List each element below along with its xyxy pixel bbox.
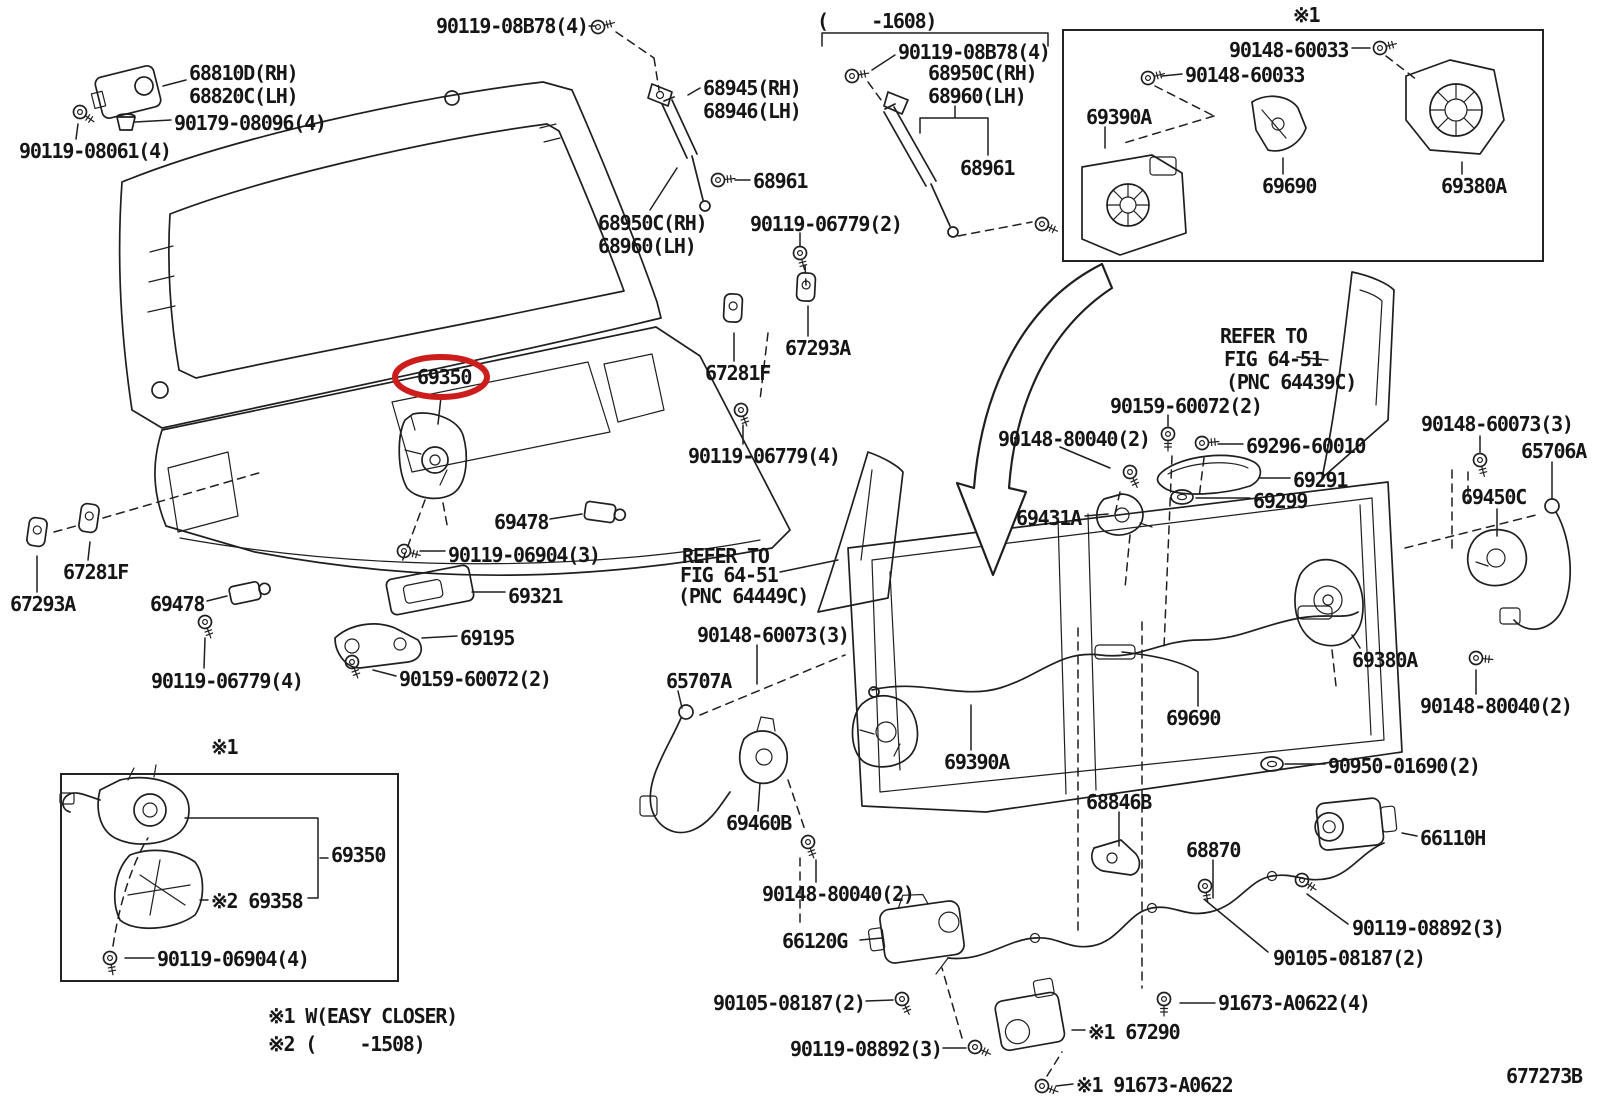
part-label: 66120G [782,929,848,953]
inset1-parts [1081,36,1505,256]
gas-strut-right [883,91,959,238]
part-label: 67293A [785,336,851,360]
part-label: 90119-08061(4) [19,139,172,163]
part-label: (PNC 64449C) [678,584,809,608]
part-label: 90119-06779(4) [688,444,841,468]
part-label: 67293A [10,592,76,616]
part-label: 90119-08B78(4) [436,14,589,38]
part-label: ※1 91673-A0622 [1076,1073,1234,1097]
part-label: 69478 [494,510,549,534]
part-label: 90119-06904(3) [448,543,601,567]
inset-box-easy-closer-top [1062,29,1544,262]
part-label: 68950C(RH) [598,211,708,235]
part-label: 69299 [1253,489,1308,513]
part-label: ※1 W(EASY CLOSER) [268,1004,458,1028]
inset2-parts [59,764,329,977]
part-label: 90148-60033 [1229,38,1349,62]
part-label: 68846B [1086,790,1152,814]
part-label: ※1 [211,735,239,759]
part-label: ※2 69358 [211,889,304,913]
part-label: 69431A [1016,506,1082,530]
part-label: REFER TO [682,544,770,568]
part-label: 90105-08187(2) [713,991,866,1015]
part-label: 677273B [1506,1064,1583,1088]
part-label: 69460B [726,811,792,835]
upper-door-frame [118,81,662,429]
lower-door-panel [154,326,791,577]
part-label: 68820C(LH) [189,84,299,108]
part-label: REFER TO [1220,324,1308,348]
part-label: ※1 [1293,3,1321,27]
part-label: 69690 [1262,174,1317,198]
part-label: 68945(RH) [703,76,802,100]
part-label: ※1 67290 [1088,1020,1181,1044]
part-label: 90119-06779(2) [750,212,903,236]
part-label: 90159-60072(2) [399,667,552,691]
part-label: 69390A [1086,105,1152,129]
part-label: 69350 [331,843,386,867]
part-label: 90119-08892(3) [1352,916,1505,940]
tailgate-inner-panel [847,481,1403,813]
part-label: 69380A [1441,174,1507,198]
part-label: 68810D(RH) [189,61,299,85]
part-label: 65706A [1521,439,1587,463]
group-brackets [821,32,1049,156]
part-label: 90119-06779(4) [151,669,304,693]
part-label: 90148-60073(3) [697,623,850,647]
leader-lines [36,25,1553,1087]
part-label: 69690 [1166,706,1221,730]
construction-lines [53,31,1541,1077]
part-label: 69390A [944,750,1010,774]
part-label: 68870 [1186,838,1241,862]
part-label: 90148-60033 [1185,63,1305,87]
part-label: 69321 [508,584,563,608]
part-label: 69291 [1293,468,1348,492]
part-label: ( -1608) [817,9,937,33]
part-label: 90119-06904(4) [157,947,310,971]
part-label: 69450C [1461,485,1527,509]
gas-strut-left [647,83,711,212]
part-label: 68961 [753,169,808,193]
part-label: 67281F [63,560,129,584]
part-label: 90105-08187(2) [1273,946,1426,970]
part-label: 69380A [1352,648,1418,672]
part-label: 65707A [666,669,732,693]
highlight-oval [392,354,490,400]
corner-garnish-right [1321,271,1395,479]
part-label: 90148-80040(2) [1420,694,1573,718]
part-label: 90159-60072(2) [1110,394,1263,418]
part-label: 91673-A0622(4) [1218,991,1371,1015]
part-label: 68960(LH) [928,84,1027,108]
part-label: (PNC 64439C) [1226,370,1357,394]
part-label: 69296-60010 [1246,434,1366,458]
inset-box-easy-closer-bottom [60,773,399,982]
latch-69350-main [398,412,468,500]
part-label: 68950C(RH) [928,61,1038,85]
part-label: ※2 ( -1508) [268,1032,426,1056]
part-label: 68946(LH) [703,99,802,123]
part-label: 68961 [960,156,1015,180]
part-label: 90179-08096(4) [174,111,327,135]
part-label: 66110H [1420,826,1486,850]
part-label: 90148-80040(2) [762,882,915,906]
part-label: 69478 [150,592,205,616]
part-label: FIG 64-51 [1224,347,1323,371]
part-label: FIG 64-51 [680,563,779,587]
part-label: 90119-08B78(4) [898,40,1051,64]
part-label: 90148-60073(3) [1421,412,1574,436]
direction-arrow [955,262,1114,577]
part-label: 90950-01690(2) [1328,754,1481,778]
corner-garnish-left [817,451,904,613]
part-label: 90119-08892(3) [790,1037,943,1061]
part-label: 90148-80040(2) [998,427,1151,451]
part-label: 67281F [705,361,771,385]
part-label: 69350 [417,365,472,389]
part-label: 68960(LH) [598,234,697,258]
part-label: 69195 [460,626,515,650]
